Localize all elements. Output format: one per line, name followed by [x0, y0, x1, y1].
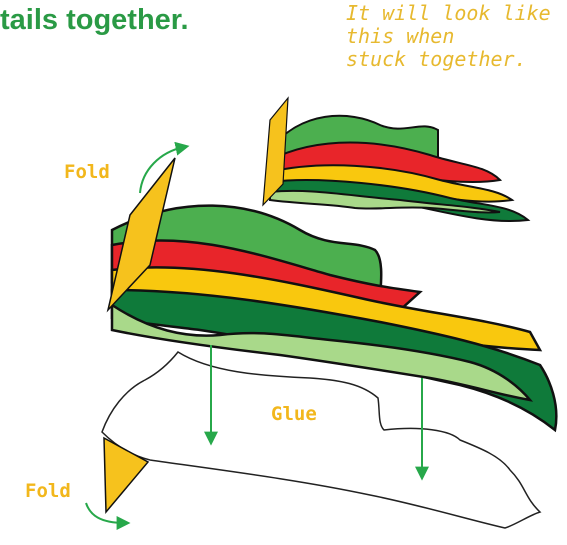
- glue-label: Glue: [271, 403, 317, 425]
- fold-label-bottom: Fold: [25, 480, 71, 502]
- fold-label-top: Fold: [64, 161, 110, 183]
- assembled-tail-preview: [263, 98, 528, 221]
